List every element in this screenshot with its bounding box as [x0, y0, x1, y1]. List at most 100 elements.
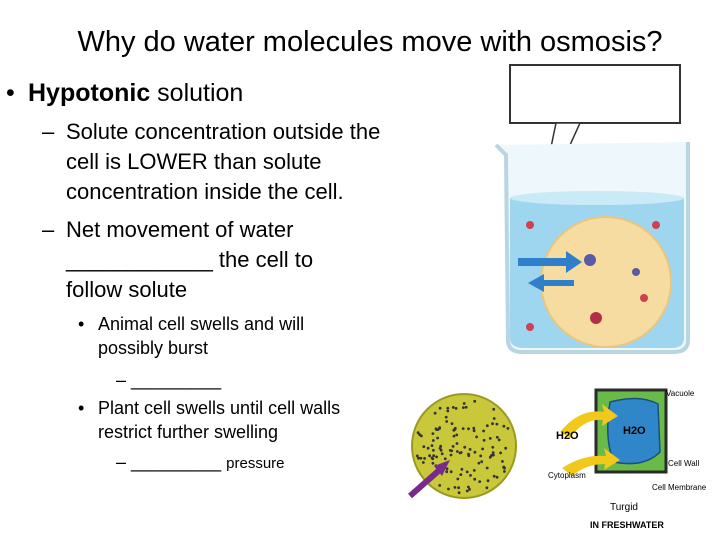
speck: [472, 469, 476, 472]
turgid-label: Turgid: [610, 502, 638, 513]
speck: [418, 433, 422, 437]
speck: [450, 449, 454, 453]
speck: [428, 454, 431, 458]
speck: [440, 452, 444, 456]
freshwater-label: IN FRESHWATER: [590, 520, 664, 530]
speck: [465, 489, 469, 493]
speck: [502, 424, 506, 428]
speck: [503, 470, 506, 473]
speck: [430, 444, 434, 447]
animal-blank: _________: [131, 370, 222, 390]
speck: [459, 473, 463, 476]
speck: [467, 452, 470, 456]
speck: [458, 451, 462, 455]
speck: [472, 429, 476, 433]
speck: [463, 445, 467, 449]
solute-particle: [526, 323, 534, 331]
cell-membrane-label: Cell Membrane: [652, 483, 707, 492]
dash-marker: –: [116, 452, 127, 472]
speck: [492, 417, 496, 420]
speck: [423, 457, 426, 460]
speck: [451, 445, 455, 448]
net-movement-text: Net movement of water ____________ the c…: [66, 217, 314, 302]
speck: [481, 447, 484, 451]
speck: [457, 486, 460, 490]
speck: [492, 407, 496, 411]
solute-particle: [632, 268, 640, 276]
speck: [477, 461, 481, 465]
bullet-marker: •: [78, 398, 85, 418]
speck: [436, 436, 439, 440]
speck: [443, 457, 447, 461]
h2o-label-right: H2O: [623, 425, 646, 437]
h2o-label-left: H2O: [556, 430, 579, 442]
speck: [453, 486, 457, 489]
speck: [446, 406, 450, 410]
speck: [492, 474, 496, 478]
speck: [431, 439, 435, 442]
burst-arrow-head: [434, 460, 450, 476]
speck: [438, 484, 442, 487]
speck: [449, 470, 453, 474]
speck: [445, 420, 449, 423]
speck: [453, 426, 457, 430]
speck: [495, 475, 499, 479]
dash-marker: –: [116, 370, 127, 390]
speck: [422, 445, 426, 448]
speck: [473, 450, 477, 454]
speck: [488, 437, 492, 440]
cell-wall-label: Cell Wall: [668, 459, 699, 468]
speck: [480, 460, 484, 464]
speck: [490, 453, 493, 457]
speck: [469, 474, 472, 477]
cytoplasm-label: Cytoplasm: [548, 471, 586, 480]
plant-cell-diagram: H2O H2O Vacuole Cell Wall Cytoplasm Cell…: [548, 388, 707, 530]
speck: [421, 461, 425, 464]
speck: [450, 422, 454, 425]
speck: [467, 485, 470, 489]
speck: [482, 429, 485, 433]
slide-title: Why do water molecules move with osmosis…: [77, 26, 663, 58]
speck: [482, 438, 486, 442]
speck: [495, 422, 499, 426]
speck: [485, 424, 489, 428]
speck: [472, 426, 476, 430]
bullet-marker: •: [78, 314, 85, 334]
speck: [491, 451, 495, 454]
vacuole-label: Vacuole: [666, 389, 695, 398]
speck: [438, 406, 442, 410]
vacuole: [607, 397, 661, 465]
speck: [419, 456, 423, 460]
speck: [473, 399, 477, 403]
speck: [461, 427, 465, 430]
speck: [485, 466, 489, 470]
subpoint-animal-cell: • Animal cell swells and will possibly b…: [78, 312, 398, 360]
speck: [499, 451, 502, 455]
speck: [438, 446, 442, 450]
solute-particle: [526, 221, 534, 229]
speck: [456, 477, 460, 481]
burst-cell-diagram: [408, 393, 517, 499]
solute-particle: [652, 221, 660, 229]
speck: [502, 465, 506, 469]
hypotonic-rest: solution: [150, 79, 244, 107]
speck: [445, 470, 449, 474]
speck: [452, 434, 456, 438]
speck: [447, 487, 450, 491]
speck: [454, 407, 458, 410]
speck: [452, 428, 456, 432]
water-arrow-out: [528, 274, 574, 292]
speck: [449, 453, 453, 457]
animal-cell-text: Animal cell swells and will possibly bur…: [98, 314, 305, 358]
speck: [462, 406, 465, 409]
answer-box: [509, 64, 681, 124]
speck: [491, 445, 495, 449]
speck: [465, 470, 469, 474]
speck: [416, 431, 420, 435]
speck: [504, 446, 508, 450]
water-arrow-in: [518, 251, 582, 273]
speck: [455, 442, 459, 445]
speck: [435, 455, 438, 459]
speck: [479, 454, 483, 458]
speck: [431, 461, 435, 465]
